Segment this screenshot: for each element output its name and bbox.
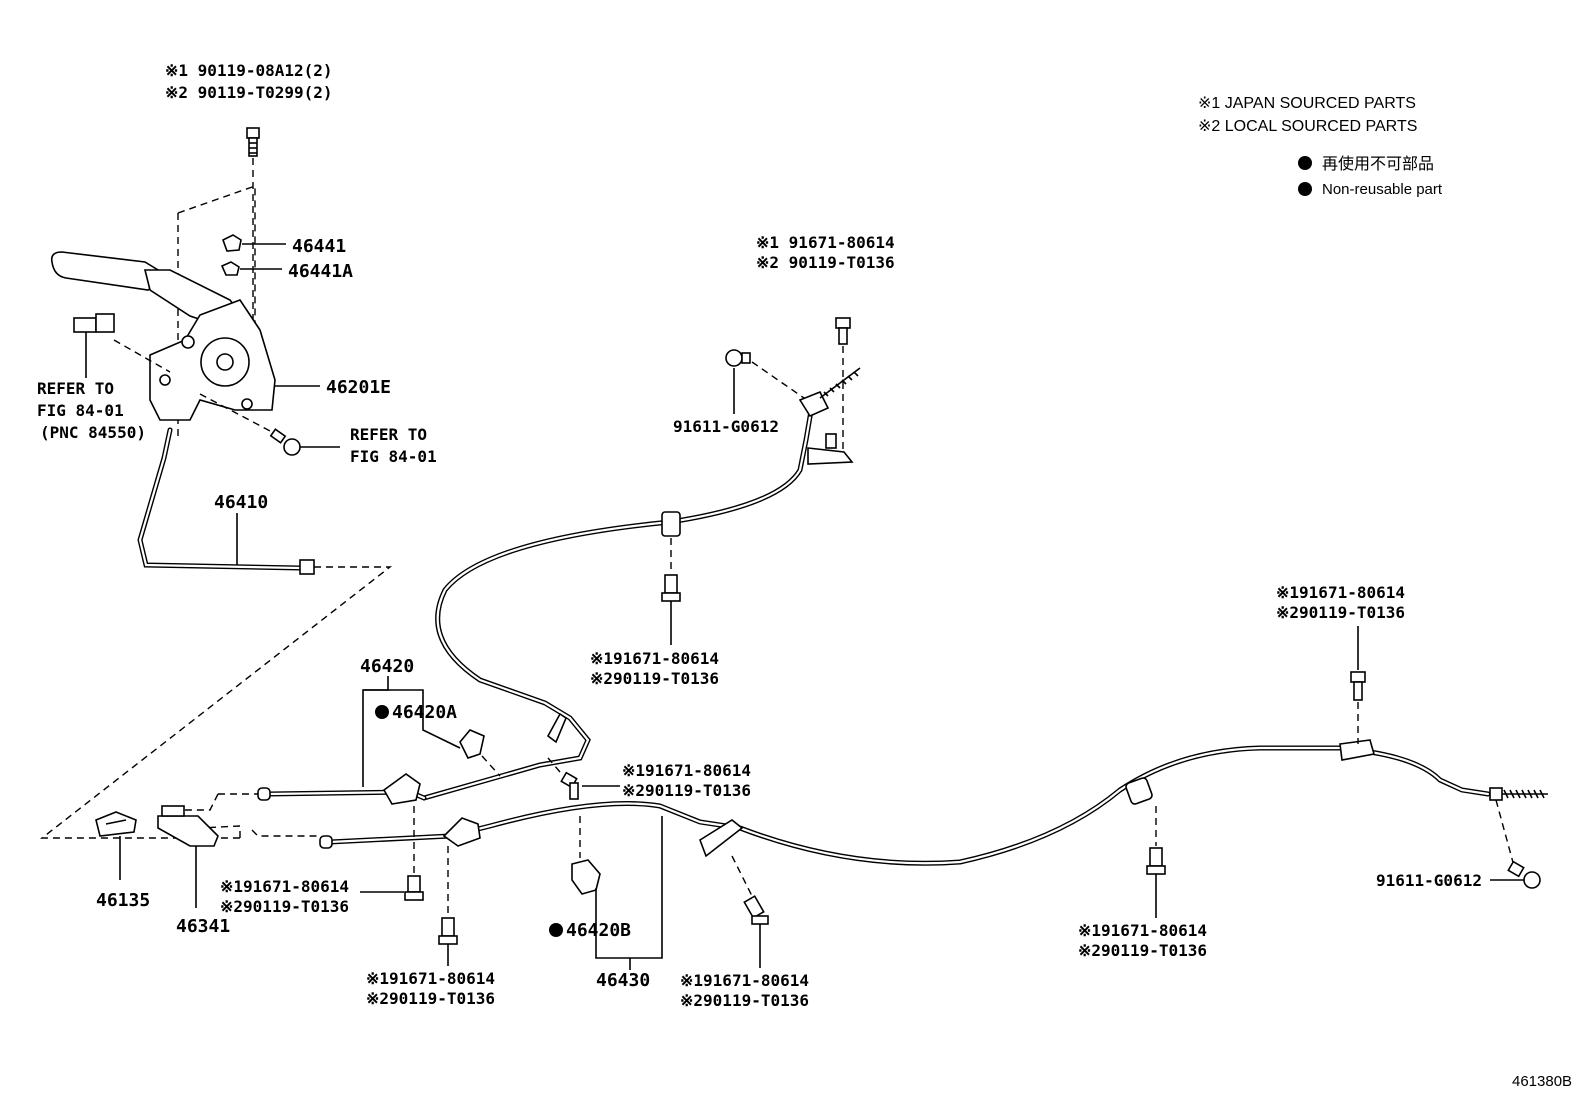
label-46420B: 46420B [566, 920, 631, 941]
label-46441A: 46441A [288, 261, 353, 282]
nut-46441A-icon [220, 261, 240, 276]
cable-clamp-icon [661, 511, 681, 537]
nut-91611-right-icon [1507, 860, 1541, 889]
brake-switch-icon [73, 313, 115, 378]
label-mid-bolt-1: ※191671-80614 [590, 649, 719, 668]
label-bottom-left-bolt-1: ※191671-80614 [366, 969, 495, 988]
label-refer1-line1: REFER TO [37, 379, 114, 398]
nut-91611-icon [725, 349, 743, 367]
cable-46420-upper [421, 390, 854, 801]
label-46341: 46341 [176, 916, 230, 937]
label-upper-bolt-2: ※2 90119-T0136 [756, 253, 895, 272]
non-reusable-dot-icon [375, 705, 389, 719]
label-right-mid-bolt-2: ※290119-T0136 [1078, 941, 1207, 960]
label-right-top-bolt-1: ※191671-80614 [1276, 583, 1405, 602]
equalizer-joint-icon [382, 773, 421, 805]
label-bottom-mid-bolt-1: ※191671-80614 [680, 971, 809, 990]
label-46420A: 46420A [392, 702, 457, 723]
label-bottom-mid-bolt-2: ※290119-T0136 [680, 991, 809, 1010]
right-top-bolt-icon [1350, 671, 1366, 701]
mid-bolt-icon [661, 574, 681, 602]
cable-end-icon [319, 835, 333, 849]
label-nut-91611-right: 91611-G0612 [1376, 871, 1482, 890]
cable-end-icon [257, 787, 271, 801]
label-lower-left-bolt-1: ※191671-80614 [220, 877, 349, 896]
upper-bolt-icon [835, 317, 851, 345]
non-reusable-dot-icon [549, 923, 563, 937]
bottom-left-bolt-icon [438, 917, 458, 945]
cable-46420-left [257, 773, 427, 805]
label-refer2-line1: REFER TO [350, 425, 427, 444]
equalizer-frame [39, 566, 393, 839]
legend-note-local: ※2 LOCAL SOURCED PARTS [1198, 118, 1417, 135]
label-junction-bolt-2: ※290119-T0136 [622, 781, 751, 800]
housing-outline [177, 185, 256, 340]
label-lower-left-bolt-2: ※290119-T0136 [220, 897, 349, 916]
legend-note-japan: ※1 JAPAN SOURCED PARTS [1198, 95, 1416, 112]
cable-bracket-icon [699, 819, 744, 858]
legend-nonreusable-jp: 再使用不可部品 [1322, 155, 1434, 173]
label-nut-91611-upper: 91611-G0612 [673, 417, 779, 436]
figure-code: 461380B [1512, 1073, 1572, 1090]
bracket-46420 [362, 676, 389, 787]
legend: ※1 JAPAN SOURCED PARTS ※2 LOCAL SOURCED … [1198, 95, 1443, 198]
label-mid-bolt-2: ※290119-T0136 [590, 669, 719, 688]
label-right-mid-bolt-1: ※191671-80614 [1078, 921, 1207, 940]
label-46410: 46410 [214, 492, 268, 513]
bracket-46430 [595, 816, 663, 959]
label-right-top-bolt-2: ※290119-T0136 [1276, 603, 1405, 622]
yoke-46341-icon [157, 805, 219, 847]
top-bolt-icon [246, 127, 260, 157]
equalizer-46135-icon [95, 811, 137, 837]
label-46420: 46420 [360, 656, 414, 677]
right-mid-bolt-icon [1146, 847, 1166, 875]
bottom-mid-bolt-icon [743, 895, 769, 925]
label-refer1-line3: (PNC 84550) [40, 423, 146, 442]
grommet-46420A-icon [459, 729, 485, 759]
cable-end-icon [1489, 787, 1503, 801]
label-46430: 46430 [596, 970, 650, 991]
label-46201E: 46201E [326, 377, 391, 398]
cable-bracket-icon [1339, 739, 1376, 761]
non-reusable-dot-icon [1298, 182, 1312, 196]
label-junction-bolt-1: ※191671-80614 [622, 761, 751, 780]
label-46441: 46441 [292, 236, 346, 257]
parking-lever-assembly [39, 127, 393, 839]
lever-grip [50, 251, 161, 291]
cable-spring [819, 367, 861, 399]
label-bottom-left-bolt-2: ※290119-T0136 [366, 989, 495, 1008]
lower-left-bolt-icon [404, 875, 424, 901]
mount-bracket-icon [807, 447, 854, 465]
label-46135: 46135 [96, 890, 150, 911]
equalizer-joint-icon [442, 817, 481, 847]
label-top-bolt-1: ※1 90119-08A12(2) [165, 61, 333, 80]
cable-end-icon [299, 559, 315, 575]
label-upper-bolt-1: ※1 91671-80614 [756, 233, 895, 252]
cable-bracket-icon [546, 712, 567, 744]
side-bolt-icon [269, 428, 301, 456]
label-top-bolt-2: ※2 90119-T0299(2) [165, 83, 333, 102]
label-refer2-line2: FIG 84-01 [350, 447, 437, 466]
nut-46441-icon [222, 234, 242, 252]
label-refer1-line2: FIG 84-01 [37, 401, 124, 420]
ratchet-pivot [216, 353, 234, 371]
cable-clamp-icon [1125, 777, 1153, 805]
non-reusable-dot-icon [1298, 156, 1312, 170]
junction-bolt-icon [560, 771, 579, 800]
legend-nonreusable-en: Non-reusable part [1322, 181, 1443, 198]
cable-46430 [319, 739, 1548, 866]
